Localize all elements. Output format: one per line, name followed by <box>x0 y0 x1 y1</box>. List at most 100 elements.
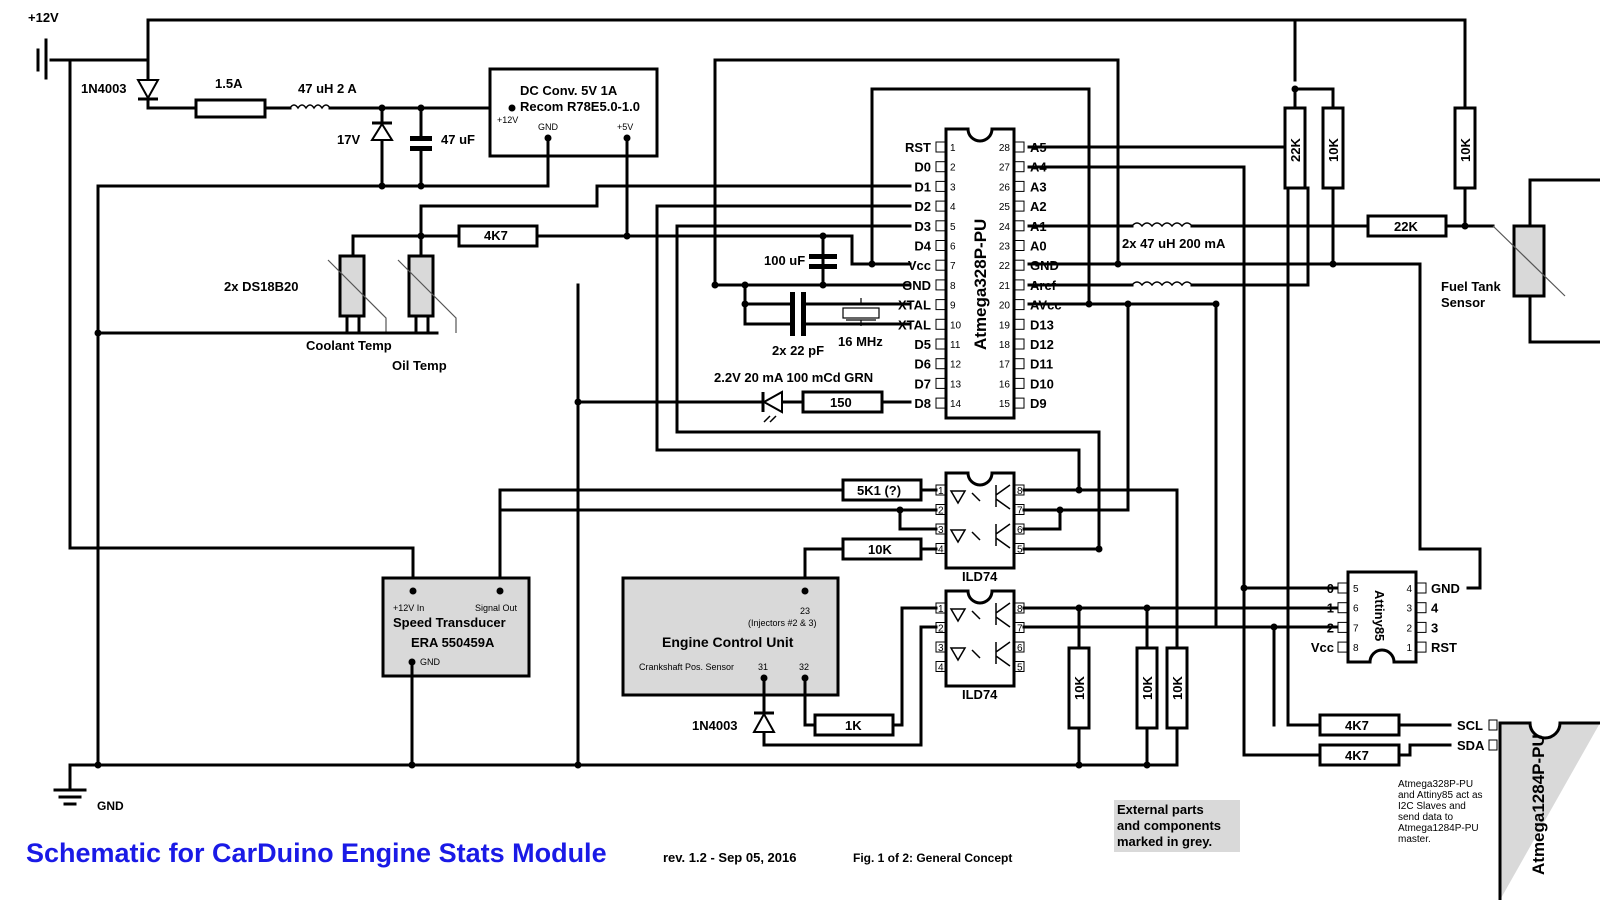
mcu-pin-label: Vcc <box>908 258 931 273</box>
label-10k-ecu: 10K <box>868 542 892 557</box>
opto-pin-num: 3 <box>938 643 944 654</box>
label-diode-ecu: 1N4003 <box>692 718 738 733</box>
resistor-10k-vertical-b <box>1453 106 1477 190</box>
diode-icon <box>136 79 160 101</box>
opto-pin-num: 2 <box>938 506 944 517</box>
attiny-pin-5 <box>1337 582 1348 594</box>
opto-led-icon <box>949 490 967 505</box>
mcu-pin-num: 11 <box>950 340 961 351</box>
label-fuse: 1.5A <box>215 76 243 91</box>
label-4k7: 4K7 <box>484 228 508 243</box>
dc-pin-out: +5V <box>617 122 633 132</box>
attiny-pin-4 <box>1416 582 1427 594</box>
capacitor-icon <box>410 136 432 141</box>
opto-pin-num: 1 <box>938 604 944 615</box>
opto-pin-6 <box>1014 641 1025 653</box>
mcu-pin-num: 26 <box>999 182 1011 193</box>
label-10k-vert-b: 10K <box>1458 138 1473 162</box>
mcu-pin-num: 24 <box>999 222 1011 233</box>
mcu-pin-label: D2 <box>914 199 931 214</box>
mcu-pin-num: 25 <box>999 202 1011 213</box>
mcu-pin-9 <box>935 299 946 311</box>
ild74-bottom <box>944 589 1016 688</box>
mcu-pin-23 <box>1014 240 1025 251</box>
mcu-pin-num: 5 <box>950 222 956 233</box>
opto-pin-num: 2 <box>938 624 944 635</box>
label-10k-pd1: 10K <box>1072 676 1087 700</box>
mcu-pin-num: 23 <box>999 242 1011 253</box>
opto-transistor-icon <box>971 641 1011 667</box>
attiny-pin-8 <box>1337 641 1348 653</box>
mcu-pin-num: 8 <box>950 281 956 292</box>
resistor-10k-ecu <box>841 537 923 561</box>
mcu-pin-num: 14 <box>950 399 962 410</box>
battery-symbol <box>36 38 48 80</box>
resistor-1k <box>813 713 895 737</box>
mcu-pin-7 <box>935 259 946 271</box>
mcu-pin-25 <box>1014 200 1025 212</box>
attiny-pin-6 <box>1337 602 1348 614</box>
opto-pin-num: 4 <box>938 663 944 674</box>
label-22k-vert: 22K <box>1288 138 1303 162</box>
mcu-pin-4 <box>935 200 946 212</box>
resistor-4k7-sda <box>1318 743 1401 767</box>
opto-pin-5 <box>1014 661 1025 672</box>
mcu-pin-num: 17 <box>999 360 1011 371</box>
mcu-pin-13 <box>935 377 946 389</box>
label-fuel-1: Fuel Tank <box>1441 279 1501 294</box>
label-ds18b20: 2x DS18B20 <box>224 279 298 294</box>
zener-icon <box>370 122 394 141</box>
mcu-pin-label: RST <box>905 140 931 155</box>
mcu-pin-label: D5 <box>914 337 931 352</box>
attiny-pin-label: RST <box>1431 640 1457 655</box>
mcu-pin-20 <box>1014 299 1025 311</box>
mcu-pin-2 <box>935 161 946 173</box>
figure-caption: Fig. 1 of 2: General Concept <box>853 851 1012 865</box>
attiny-pin-label: 0 <box>1327 581 1334 596</box>
mcu-pin-num: 12 <box>950 360 962 371</box>
opto-pin-num: 7 <box>1017 506 1023 517</box>
diode-ecu-icon <box>752 711 776 733</box>
dc-conv-model: Recom R78E5.0-1.0 <box>520 99 640 114</box>
speed-model: ERA 550459A <box>411 635 495 650</box>
label-4k7-scl: 4K7 <box>1345 718 1369 733</box>
mcu-chip <box>944 127 1016 420</box>
mcu-pin-num: 21 <box>999 281 1011 292</box>
attiny-pin-2 <box>1416 621 1427 633</box>
mcu-pin-24 <box>1014 220 1025 232</box>
mcu-pin-label: D1 <box>914 179 931 194</box>
mcu-pin-num: 10 <box>950 320 962 331</box>
attiny-pin-label: 4 <box>1431 601 1439 616</box>
crystal-icon <box>842 307 880 319</box>
mcu-pin-label: D4 <box>914 239 931 254</box>
opto-pin-num: 1 <box>938 486 944 497</box>
mcu-pin-26 <box>1014 180 1025 192</box>
capacitor-22pf-icon <box>790 292 795 316</box>
wire-12v-battery <box>49 18 150 82</box>
mcu-pin-num: 28 <box>999 143 1011 154</box>
label-led: 2.2V 20 mA 100 mCd GRN <box>714 370 873 385</box>
atmega1284-chip <box>1498 721 1600 900</box>
wire-12v-speed <box>68 58 415 592</box>
attiny-name: Attiny85 <box>1372 590 1387 641</box>
ild74-top <box>944 471 1016 570</box>
opto-pin-num: 8 <box>1017 486 1023 497</box>
resistor-5k1 <box>841 478 923 502</box>
attiny-pin-num: 5 <box>1353 584 1359 595</box>
label-scl: SCL <box>1457 718 1483 733</box>
atmega1284-name: Atmega1284P-PU <box>1529 734 1548 875</box>
ecu-pin23: 23 <box>800 606 810 616</box>
opto-transistor-icon <box>971 484 1011 510</box>
speed-name: Speed Transducer <box>393 615 506 630</box>
page-title: Schematic for CarDuino Engine Stats Modu… <box>26 838 607 868</box>
label-cap: 47 uF <box>441 132 475 147</box>
mcu-pin-label: D6 <box>914 357 931 372</box>
mcu-pin-15 <box>1014 397 1025 409</box>
opto-pin-num: 6 <box>1017 643 1023 654</box>
opto-pin-num: 4 <box>938 545 944 556</box>
label-ild74-bottom: ILD74 <box>962 687 998 702</box>
mcu-pin-num: 3 <box>950 182 956 193</box>
label-22pf: 2x 22 pF <box>772 343 824 358</box>
mcu-pin-label: D13 <box>1030 317 1054 332</box>
